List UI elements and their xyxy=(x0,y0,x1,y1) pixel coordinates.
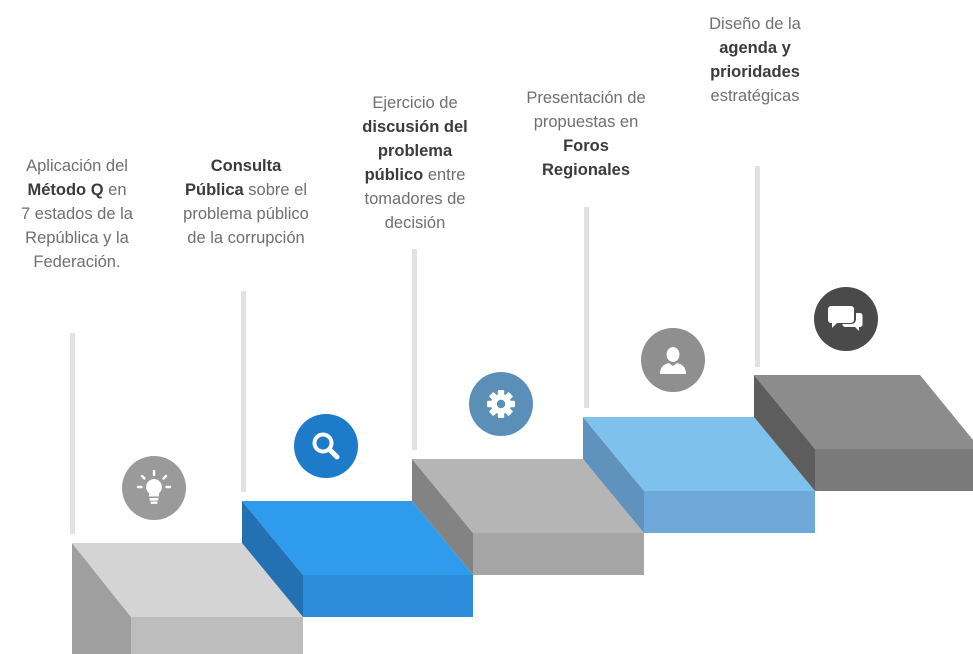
bold-text: Consulta xyxy=(210,157,282,175)
text: decisión xyxy=(384,214,446,232)
text: Aplicación del xyxy=(26,157,128,175)
text-line: 7 estados de la xyxy=(0,202,154,226)
text: Presentación de xyxy=(526,89,646,107)
text-line: estratégicas xyxy=(680,84,830,108)
text: de la corrupción xyxy=(187,229,305,247)
text: problema público xyxy=(183,205,309,223)
step-2-front xyxy=(303,575,473,617)
text: propuestas en xyxy=(533,113,639,131)
bold-text: discusión del xyxy=(362,118,468,136)
text-line: propuestas en xyxy=(505,110,667,134)
bold-text: Método Q xyxy=(27,181,104,199)
step-5-text: Diseño de la agenda y prioridades estratégi… xyxy=(680,12,830,108)
text-line: Presentación de xyxy=(505,86,667,110)
chat-icon xyxy=(828,306,863,331)
step-3-block xyxy=(412,459,644,575)
text: sobre el xyxy=(248,181,307,199)
step-1-icon-circle xyxy=(122,456,186,520)
text-line: problema público xyxy=(165,202,327,226)
step-4-side xyxy=(583,417,644,533)
text: Federación. xyxy=(33,253,121,271)
bold-text: Foros xyxy=(563,137,609,155)
step-4-guide-line xyxy=(584,207,589,408)
text: Diseño de la xyxy=(709,15,801,33)
step-1-text: Aplicación del Método Q en 7 estados de l… xyxy=(0,154,154,274)
step-4-icon-circle xyxy=(641,328,705,392)
step-3-guide-line xyxy=(412,249,417,450)
step-5-side xyxy=(754,375,815,491)
step-5-icon-circle xyxy=(814,287,878,351)
bold-text: agenda y xyxy=(719,39,791,57)
lightbulb-icon xyxy=(136,469,172,504)
step-2-icon-circle xyxy=(294,414,358,478)
text-line: Ejercicio de xyxy=(335,91,495,115)
gear-icon xyxy=(487,390,515,418)
step-4-front xyxy=(644,491,815,533)
step-2-side xyxy=(242,501,303,617)
step-2-top xyxy=(242,501,473,575)
text: en xyxy=(108,181,127,199)
text: República y la xyxy=(25,229,129,247)
user-icon xyxy=(660,347,686,374)
text: estratégicas xyxy=(710,87,800,105)
step-4-block xyxy=(583,417,815,533)
text-line: problema xyxy=(335,139,495,163)
step-1-guide-line xyxy=(70,333,75,534)
step-2-block xyxy=(242,501,473,617)
step-5-block xyxy=(754,375,973,491)
text-line: Diseño de la xyxy=(680,12,830,36)
step-3-side xyxy=(412,459,473,575)
step-1-top xyxy=(72,543,303,617)
bold-text: Regionales xyxy=(541,161,631,179)
step-1-block xyxy=(72,543,303,654)
step-4-top xyxy=(583,417,815,491)
step-1-front xyxy=(131,617,303,654)
text: 7 estados de la xyxy=(21,205,133,223)
text-line: Pública sobre el xyxy=(165,178,327,202)
text: Ejercicio de xyxy=(372,94,458,112)
text-line: discusión del xyxy=(335,115,495,139)
step-2-guide-line xyxy=(241,291,246,492)
text-line: Regionales xyxy=(505,158,667,182)
text-line: decisión xyxy=(335,211,495,235)
step-1-side xyxy=(72,543,131,654)
bold-text: público xyxy=(364,166,424,184)
bold-text: problema xyxy=(377,142,453,160)
step-3-icon-circle xyxy=(469,372,533,436)
bold-text: prioridades xyxy=(710,63,800,81)
step-3-top xyxy=(412,459,644,533)
step-5-front xyxy=(815,449,973,491)
text-line: Foros xyxy=(505,134,667,158)
text: tomadores de xyxy=(364,190,466,208)
text-line: Aplicación del Método Q en xyxy=(0,154,154,202)
text-line: de la corrupción xyxy=(165,226,327,250)
text-line: Federación. xyxy=(0,250,154,274)
search-icon xyxy=(312,432,340,460)
text-line: público entre xyxy=(335,163,495,187)
text: entre xyxy=(427,166,466,184)
text-line: tomadores de xyxy=(335,187,495,211)
text-line: República y la xyxy=(0,226,154,250)
text-line: agenda y xyxy=(680,36,830,60)
text-line: prioridades xyxy=(680,60,830,84)
bold-text: Pública xyxy=(185,181,244,199)
step-3-text: Ejercicio de discusión del problema público… xyxy=(335,91,495,235)
step-3-front xyxy=(473,533,644,575)
step-5-guide-line xyxy=(755,166,760,367)
text-line: Consulta xyxy=(165,154,327,178)
step-5-top xyxy=(754,375,973,449)
